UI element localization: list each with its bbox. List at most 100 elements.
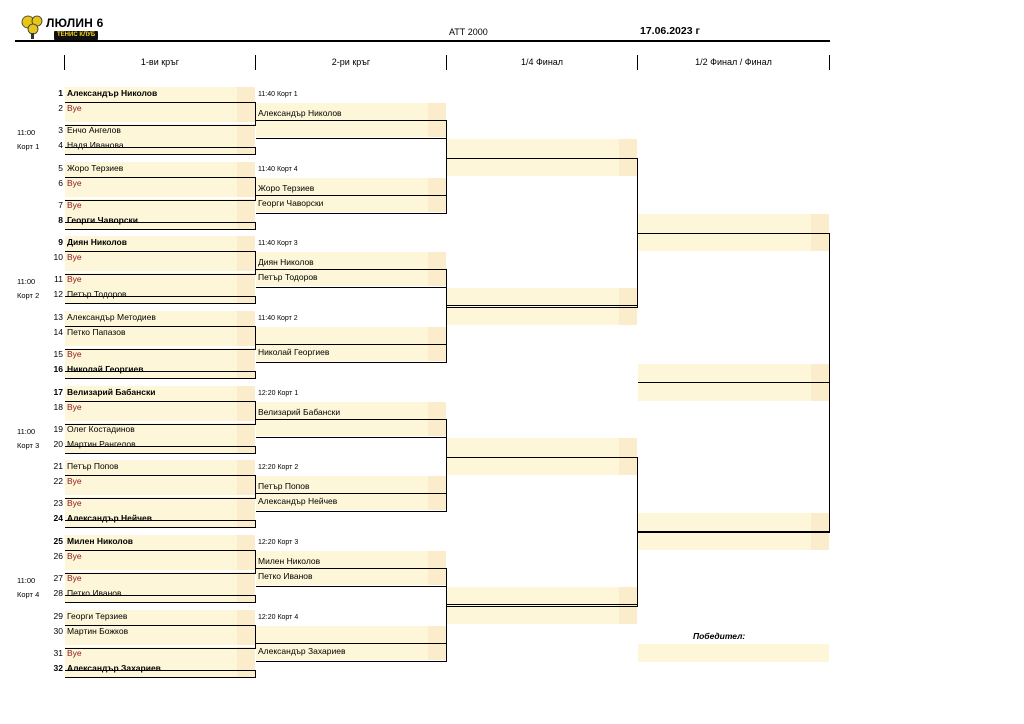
draw-cell-r1 [65,102,237,122]
player-name: Петър Тодоров [258,272,318,283]
court-label: Корт 4 [17,589,40,599]
draw-cell-r2-score [428,493,446,511]
bye-entry: Bye [67,274,82,285]
draw-cell-qf [447,586,619,606]
player-name: Енчо Ангелов [67,125,121,135]
player-name: Жоро Терзиев [258,182,315,193]
round-header-1: 1-ви кръг [140,57,180,67]
bracket-line [65,549,256,551]
draw-cell-r2 [256,177,428,195]
seed-number: 17 [53,386,63,397]
draw-cell-r2-score [428,625,446,643]
bracket-line [256,511,447,513]
bracket-line [638,531,830,532]
draw-cell-qf [447,456,619,475]
bracket-line [65,475,256,477]
bracket-line [637,456,638,607]
bracket-line [255,624,256,649]
bracket-line [255,221,256,230]
player-name: Петко Папазов [67,327,126,337]
bracket-line [255,475,256,500]
draw-cell-r1-score [237,236,255,253]
draw-cell-qf [447,158,619,176]
draw-cell-r2-score [428,194,446,212]
bracket-line [65,498,256,500]
bracket-line [255,296,256,305]
draw-cell-r2 [256,401,428,419]
bracket-line [65,400,256,402]
player-name: Мартин Рангелов [67,438,136,449]
tournament-name: АТТ 2000 [449,27,488,37]
bracket-line [256,361,447,363]
round-header-4: 1/2 Финал / Финал [695,57,772,67]
bracket-line [446,418,447,513]
seed-number: 4 [58,140,63,150]
draw-cell-r1 [65,385,237,402]
draw-cell-sf [638,512,811,532]
draw-cell-sf-score [811,531,829,550]
bracket-line [65,147,256,148]
player-name: Жоро Терзиев [67,162,124,173]
draw-cell-r1-score [237,176,255,197]
draw-cell-r1 [65,609,237,626]
bracket-line [65,303,256,305]
bracket-line [65,102,256,103]
draw-cell-r2 [256,326,428,344]
bracket-line [446,269,447,363]
winner-label: Победител: [693,631,746,641]
tennis-ball-tree-icon [21,15,43,39]
column-tick [829,55,830,70]
bracket-line [255,102,256,126]
draw-cell-r1-score [237,161,255,178]
bracket-line [65,624,256,626]
draw-cell-sf-score [811,512,829,532]
draw-cell-qf-score [619,139,637,158]
bye-entry: Bye [67,647,82,658]
draw-cell-r1-score [237,624,255,645]
seed-number: 27 [53,572,63,583]
player-name: Велизарий Бабански [67,386,156,397]
draw-cell-sf [638,214,811,233]
bracket-line [65,349,256,350]
draw-cell-r1-score [237,534,255,551]
draw-cell-r1-score [237,475,255,496]
bracket-line [65,669,256,671]
draw-cell-qf [447,437,619,457]
seed-number: 15 [53,349,63,359]
seed-number: 31 [53,647,63,658]
court-label: Корт 3 [17,440,40,450]
bye-entry: Bye [67,177,82,188]
draw-cell-r1-score [237,385,255,402]
bracket-line [638,233,830,234]
seed-number: 11 [54,274,63,285]
draw-cell-r2 [256,343,428,361]
bye-entry: Bye [67,476,82,487]
player-name: Петко Иванов [258,570,313,581]
seed-number: 1 [58,88,63,98]
bracket-line [256,567,447,569]
seed-number: 6 [58,177,63,188]
player-name: Николай Георгиев [258,346,330,357]
bracket-line [255,251,256,276]
draw-cell-r1-score [237,87,255,103]
draw-cell-r2-score [428,418,446,436]
bracket-line [256,120,447,121]
bracket-line [65,647,256,649]
seed-number: 22 [53,476,63,487]
bracket-line [256,287,447,289]
seed-number: 12 [53,289,63,300]
bracket-line [256,418,447,420]
round-header-2: 2-ри кръг [331,57,371,67]
seed-number: 7 [58,199,63,210]
seed-number: 19 [53,423,63,434]
bracket-line [256,194,447,196]
seed-number: 28 [53,587,63,598]
column-tick [446,55,447,70]
bracket-line [65,228,256,230]
draw-cell-r1-score [237,460,255,477]
bracket-line [447,158,638,159]
bracket-line [255,594,256,603]
bracket-line [65,251,256,253]
round-header-3: 1/4 Финал [520,57,564,67]
